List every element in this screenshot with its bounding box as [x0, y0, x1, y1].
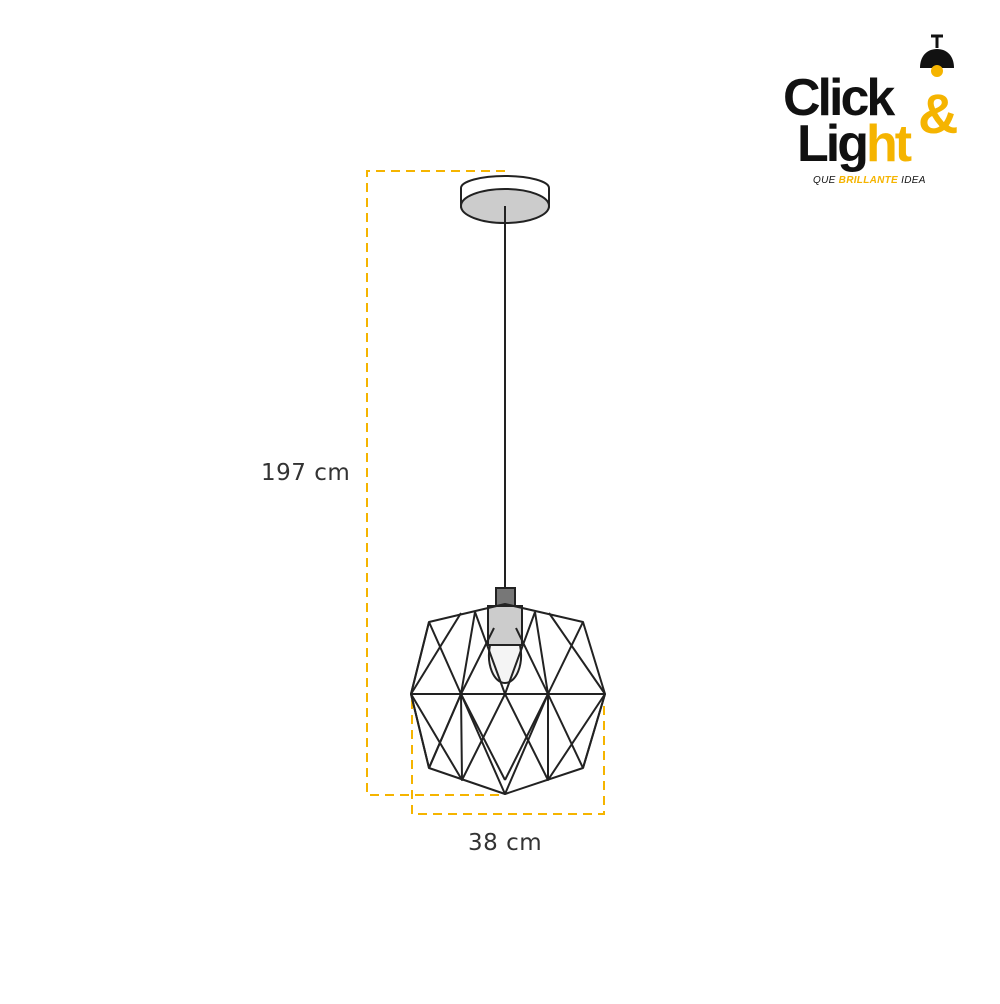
logo-ampersand: &	[918, 82, 959, 145]
height-dimension-label: 197 cm	[261, 460, 351, 486]
tagline-pre: QUE	[813, 175, 836, 186]
logo-word-click: Click	[783, 69, 895, 127]
width-dimension-guide	[411, 700, 605, 815]
height-dimension-guide	[366, 170, 505, 796]
tagline-highlight: BRILLANTE	[838, 175, 899, 186]
logo-word-light: Light	[797, 115, 912, 173]
bulb-socket	[487, 587, 523, 646]
logo-word-light-yellow: ht	[865, 115, 912, 173]
pendant-lamp-icon	[920, 34, 954, 77]
brand-logo: Click & Light QUE BRILLANTE IDEA	[780, 30, 980, 195]
geometric-cage-shade	[410, 603, 606, 795]
tagline-post: IDEA	[901, 175, 926, 186]
logo-word-light-dark: Lig	[797, 115, 869, 173]
width-dimension-label: 38 cm	[468, 830, 543, 856]
logo-tagline: QUE BRILLANTE IDEA	[813, 175, 926, 186]
